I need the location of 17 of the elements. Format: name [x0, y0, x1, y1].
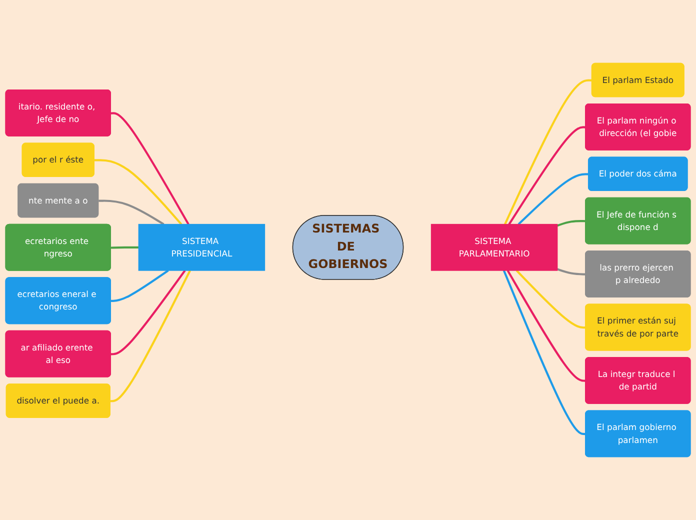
connector	[110, 112, 190, 225]
connector	[506, 270, 586, 382]
connector	[110, 246, 139, 249]
connector	[110, 270, 169, 302]
connector	[516, 270, 586, 329]
connector	[557, 220, 586, 227]
connector	[94, 159, 182, 225]
connector	[98, 200, 164, 226]
node-box: SISTEMA PARLAMENTARIO	[430, 224, 558, 271]
connector	[502, 270, 586, 436]
connector	[508, 126, 586, 225]
connector	[518, 173, 589, 226]
node-box: SISTEMA PRESIDENCIAL	[138, 224, 266, 271]
connector	[557, 268, 586, 276]
connector	[110, 270, 192, 402]
connector	[110, 270, 186, 356]
connector	[504, 79, 592, 225]
